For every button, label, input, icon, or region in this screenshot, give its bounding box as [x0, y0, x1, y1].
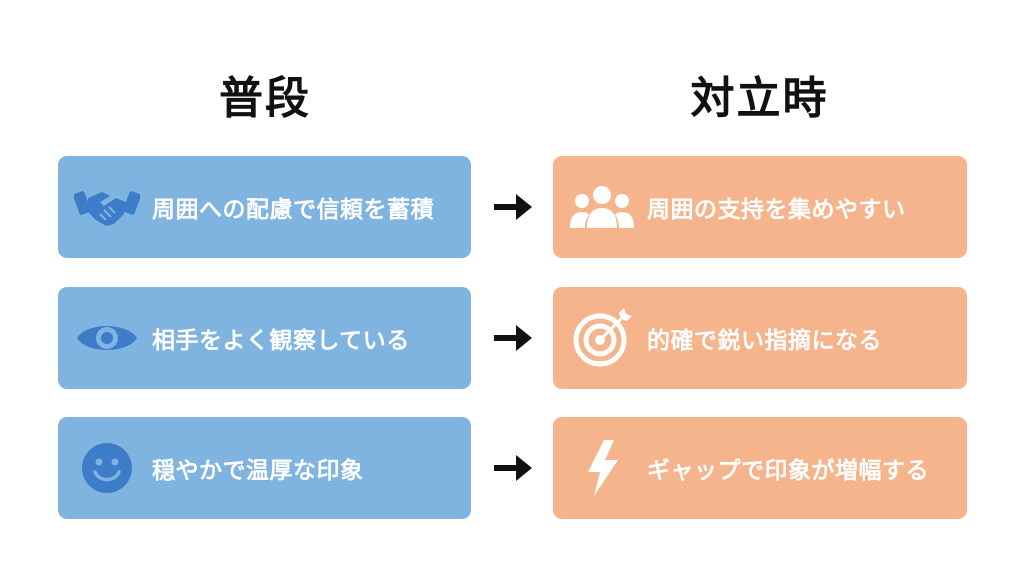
card-label: 周囲への配慮で信頼を蓄積 — [152, 197, 434, 223]
card-conflict-support: 周囲の支持を集めやすい — [553, 156, 967, 258]
people-group-icon — [567, 172, 637, 242]
target-icon — [567, 303, 637, 373]
card-conflict-gap: ギャップで印象が増幅する — [553, 417, 967, 519]
arrow-right-icon — [494, 455, 532, 481]
eye-icon — [72, 303, 142, 373]
arrow-right-icon — [494, 194, 532, 220]
card-label: 穏やかで温厚な印象 — [152, 458, 364, 484]
lightning-icon — [567, 433, 637, 503]
card-label: 相手をよく観察している — [152, 328, 410, 354]
card-normal-gentle: 穏やかで温厚な印象 — [58, 417, 471, 519]
smile-icon — [72, 433, 142, 503]
heading-conflict: 対立時 — [690, 73, 829, 124]
card-label: 周囲の支持を集めやすい — [647, 197, 906, 223]
card-normal-trust: 周囲への配慮で信頼を蓄積 — [58, 156, 471, 258]
card-label: 的確で鋭い指摘になる — [647, 328, 882, 354]
card-label: ギャップで印象が増幅する — [647, 458, 929, 484]
card-normal-observe: 相手をよく観察している — [58, 287, 471, 389]
heading-normal: 普段 — [219, 73, 311, 124]
card-conflict-sharp: 的確で鋭い指摘になる — [553, 287, 967, 389]
handshake-icon — [72, 172, 142, 242]
arrow-right-icon — [494, 325, 532, 351]
